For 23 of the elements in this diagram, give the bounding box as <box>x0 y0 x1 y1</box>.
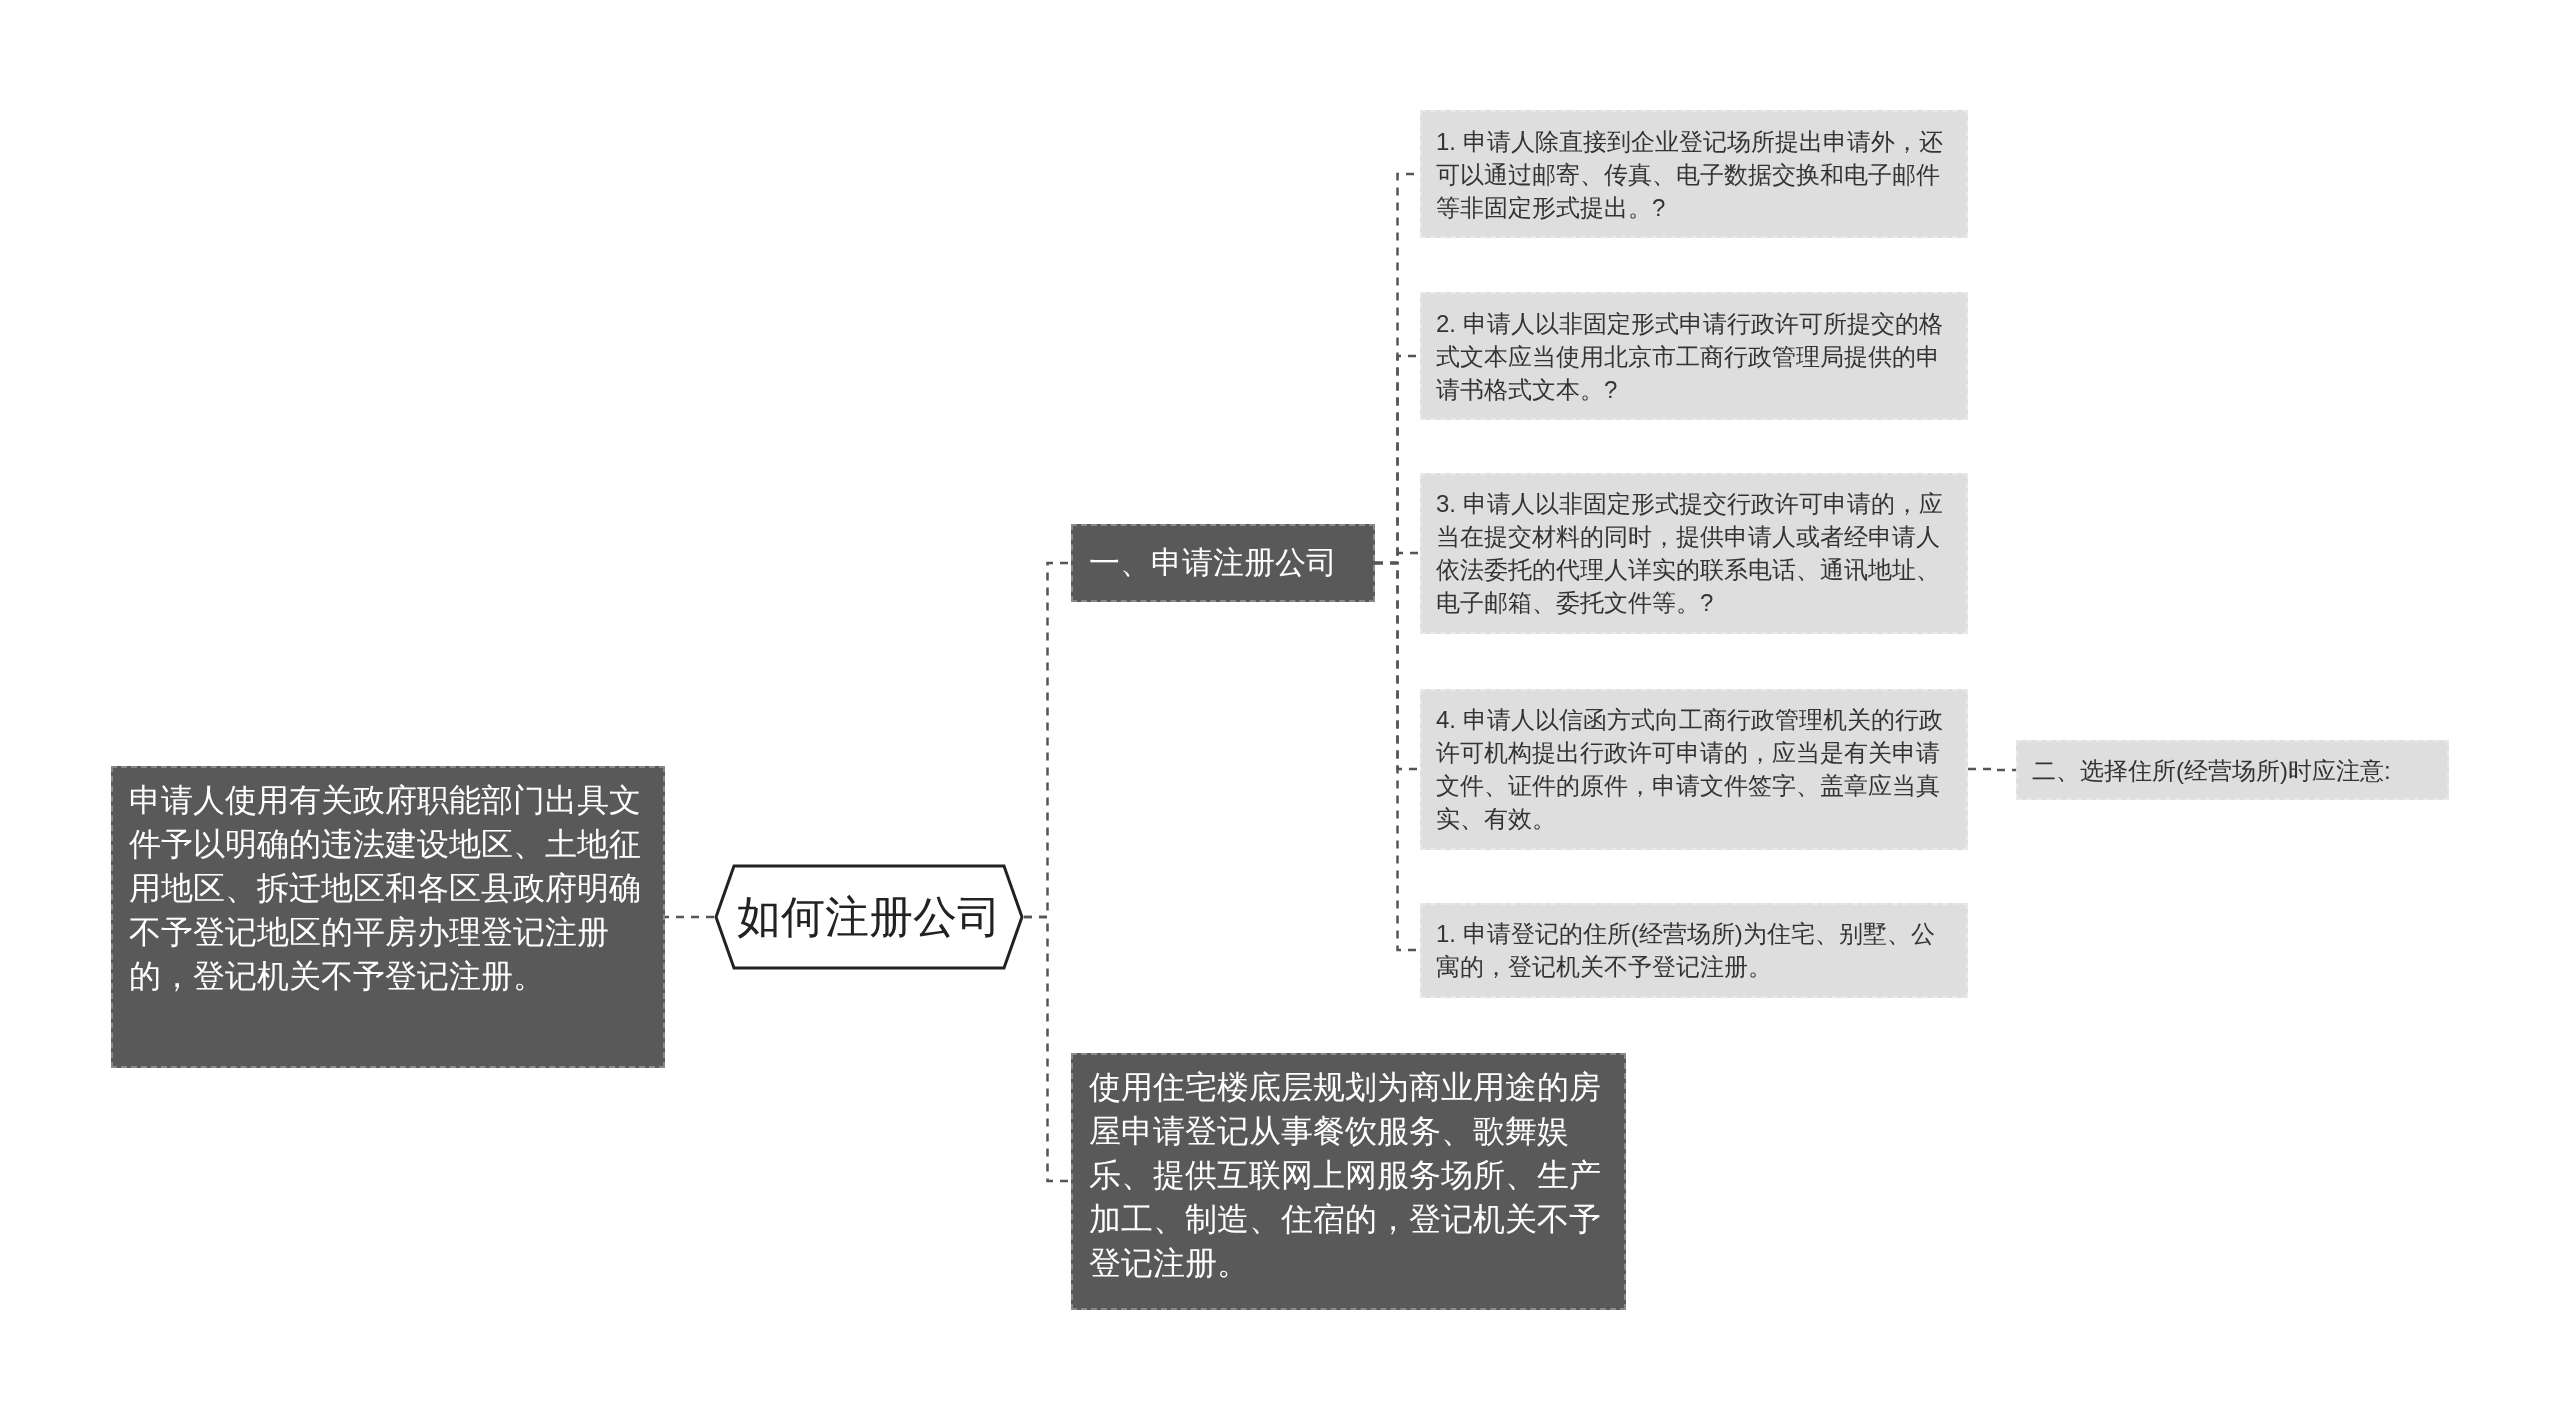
node-text: 申请人使用有关政府职能部门出具文件予以明确的违法建设地区、土地征用地区、拆迁地区和各区县政府明确不予登记地区的平房办理登记注册的，登记机关不予登记注册。 <box>129 781 642 996</box>
node-text: 4. 申请人以信函方式向工商行政管理机关的行政许可机构提出行政许可申请的，应当是有关申请文件、证件的原件，申请文件签字、盖章应当真实、有效。 <box>1436 705 1944 834</box>
topic-box <box>1071 524 1375 602</box>
node-text: 1. 申请登记的住所(经营场所)为住宅、别墅、公寓的，登记机关不予登记注册。 <box>1436 919 1936 982</box>
subtopic-box <box>1420 472 1968 634</box>
node-text: 一、申请注册公司 <box>1089 544 1337 582</box>
node-text: 2. 申请人以非固定形式申请行政许可所提交的格式文本应当使用北京市工商行政管理局提供的申请书格式文本。? <box>1436 308 1944 405</box>
node-text: 1. 申请人除直接到企业登记场所提出申请外，还可以通过邮寄、传真、电子数据交换和电子邮件等非固定形式提出。? <box>1436 126 1944 223</box>
connector-line <box>665 915 714 919</box>
central-topic-hexagon <box>714 864 1024 970</box>
node-text: 二、选择住所(经营场所)时应注意: <box>2032 755 2391 786</box>
connector-line <box>1968 767 2016 772</box>
subtopic-box <box>2016 740 2449 800</box>
node-text: 3. 申请人以非固定形式提交行政许可申请的，应当在提交材料的同时，提供申请人或者经申请人依法委托的代理人详实的联系电话、通讯地址、电子邮箱、委托文件等。? <box>1436 489 1944 618</box>
note-box <box>1071 1052 1626 1310</box>
node-text: 使用住宅楼底层规划为商业用途的房屋申请登记从事餐饮服务、歌舞娱乐、提供互联网上网服务场所、生产加工、制造、住宿的，登记机关不予登记注册。 <box>1089 1067 1602 1283</box>
node-text: 如何注册公司 <box>737 891 1001 943</box>
note-box <box>111 766 665 1068</box>
subtopic-box <box>1420 902 1968 998</box>
subtopic-box <box>1420 688 1968 850</box>
connector-line <box>1024 915 1071 1183</box>
subtopic-box <box>1420 292 1968 420</box>
subtopic-box <box>1420 110 1968 238</box>
